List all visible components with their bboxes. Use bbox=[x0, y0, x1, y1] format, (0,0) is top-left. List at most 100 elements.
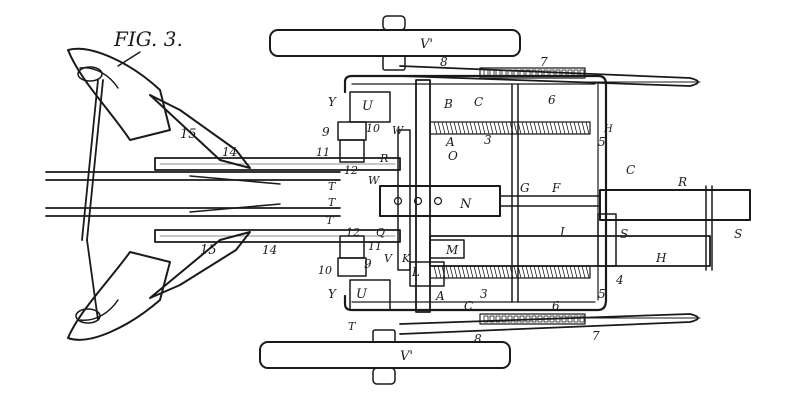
label-M: M bbox=[445, 243, 459, 257]
spring-coil bbox=[457, 121, 462, 135]
label-A-top: A bbox=[445, 135, 455, 149]
spring-coil bbox=[581, 265, 586, 279]
label-A-bottom: A bbox=[435, 289, 445, 303]
spring-coil bbox=[457, 265, 462, 279]
label-Y-top: Y bbox=[328, 95, 337, 109]
spring-coil bbox=[557, 121, 562, 135]
spring-coil bbox=[473, 121, 478, 135]
label-12-bottom: 12 bbox=[346, 226, 360, 239]
label-14-bottom: 14 bbox=[262, 243, 277, 257]
spring-coil bbox=[585, 121, 590, 135]
spring-coil bbox=[433, 265, 438, 279]
label-7-bottom: 7 bbox=[592, 329, 600, 343]
spring-3-bottom bbox=[429, 265, 591, 279]
spring-coil bbox=[565, 265, 570, 279]
label-R-right: R bbox=[677, 175, 687, 189]
spring-coil bbox=[533, 121, 538, 135]
label-11-top: 11 bbox=[316, 146, 330, 159]
chain-6-bottom bbox=[479, 313, 586, 325]
label-F: F bbox=[551, 181, 561, 195]
label-R-top: R bbox=[379, 152, 388, 165]
label-T-bottom: T bbox=[348, 320, 357, 333]
label-15-top: 15 bbox=[180, 127, 197, 142]
label-10-top: 10 bbox=[366, 122, 380, 135]
tongue bbox=[499, 185, 751, 271]
spring-coil bbox=[469, 121, 474, 135]
spring-coil bbox=[465, 265, 470, 279]
label-8-bottom: 8 bbox=[474, 332, 482, 346]
spring-coil bbox=[461, 265, 466, 279]
spring-coil bbox=[437, 121, 442, 135]
spring-coil bbox=[577, 121, 582, 135]
label-7-top: 7 bbox=[540, 55, 548, 69]
label-6-bottom: 6 bbox=[552, 299, 560, 313]
spring-coil bbox=[549, 121, 554, 135]
label-U-bottom: U bbox=[356, 287, 368, 302]
chain-link bbox=[537, 69, 543, 77]
label-U-top: U bbox=[362, 99, 374, 114]
draw-bars bbox=[45, 171, 341, 217]
part-labels: V' V' 7 7 8 8 6 6 Y Y U U B C C C A A 3 … bbox=[180, 37, 742, 364]
bottom-wheel bbox=[259, 329, 511, 385]
spring-coil bbox=[453, 121, 458, 135]
label-9-bottom: 9 bbox=[364, 257, 372, 271]
label-10-bottom: 10 bbox=[318, 264, 332, 277]
spring-coil bbox=[441, 121, 446, 135]
spring-coil bbox=[477, 121, 482, 135]
label-14-top: 14 bbox=[222, 145, 237, 159]
spring-coil bbox=[465, 121, 470, 135]
spring-coil bbox=[537, 121, 542, 135]
spring-coil bbox=[477, 265, 482, 279]
spring-coil bbox=[521, 265, 526, 279]
lever-7-top bbox=[399, 65, 701, 87]
spring-coil bbox=[505, 121, 510, 135]
spring-coil bbox=[497, 265, 502, 279]
spring-coil bbox=[497, 121, 502, 135]
chain-link bbox=[489, 315, 495, 323]
spring-coil bbox=[573, 121, 578, 135]
spring-coil bbox=[489, 121, 494, 135]
spring-coil bbox=[473, 265, 478, 279]
spring-coil bbox=[585, 265, 590, 279]
label-W-mid: W bbox=[368, 174, 381, 187]
top-wheel bbox=[269, 15, 521, 71]
spring-coil bbox=[569, 121, 574, 135]
spring-coil bbox=[513, 121, 518, 135]
label-K: K bbox=[401, 252, 411, 265]
label-H: H bbox=[655, 251, 667, 265]
spring-coil bbox=[493, 121, 498, 135]
spring-coil bbox=[433, 121, 438, 135]
spring-coil bbox=[437, 265, 442, 279]
chain-link bbox=[495, 315, 501, 323]
spring-coil bbox=[485, 121, 490, 135]
spring-coil bbox=[489, 265, 494, 279]
label-8-top: 8 bbox=[440, 55, 448, 69]
chain-link bbox=[525, 69, 531, 77]
spring-coil bbox=[541, 265, 546, 279]
spring-coil bbox=[445, 265, 450, 279]
spring-coil bbox=[469, 265, 474, 279]
label-C-bottom: C bbox=[464, 299, 473, 313]
spring-coil bbox=[581, 121, 586, 135]
chain-link bbox=[483, 315, 489, 323]
label-3-top: 3 bbox=[484, 133, 492, 147]
label-5-bottom: 5 bbox=[598, 287, 606, 301]
chain-link bbox=[573, 315, 579, 323]
spring-coil bbox=[561, 121, 566, 135]
spring-coil bbox=[481, 265, 486, 279]
label-I: I bbox=[559, 225, 565, 239]
spring-coil bbox=[481, 121, 486, 135]
label-L: L bbox=[411, 265, 420, 279]
spring-coil bbox=[529, 265, 534, 279]
cross-rods bbox=[511, 83, 519, 303]
spring-coil bbox=[525, 265, 530, 279]
spring-coil bbox=[549, 265, 554, 279]
block-M-L bbox=[409, 239, 465, 287]
chain-link bbox=[501, 315, 507, 323]
lower-plow bbox=[67, 231, 251, 341]
label-5-top: 5 bbox=[598, 135, 606, 149]
title-leader-line bbox=[117, 51, 141, 67]
axle-bars bbox=[397, 79, 431, 313]
label-V-lower: V bbox=[384, 252, 393, 265]
spring-coil bbox=[545, 265, 550, 279]
